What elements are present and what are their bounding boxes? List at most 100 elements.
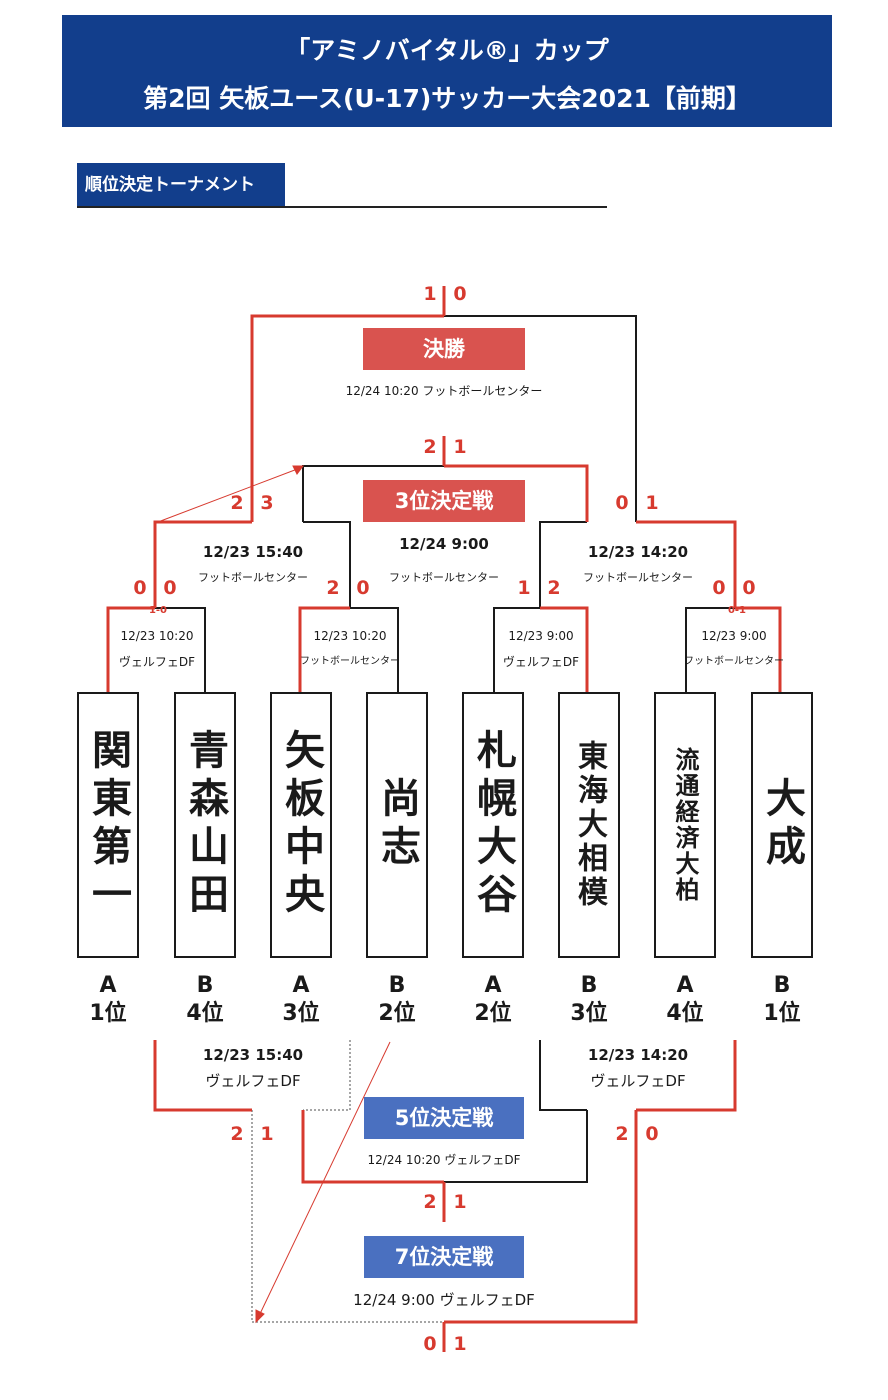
cons-right-score-right: 0 [645,1123,659,1145]
line-cons-left-left [153,1040,252,1112]
third-score-right: 1 [453,436,467,458]
arrow-to-seventh [257,1041,391,1319]
cons-right-time: 12/23 14:20 [587,1046,689,1064]
qf1-score-right: 0 [163,577,177,599]
seed-1: A 1位 [73,972,143,1028]
sf-left-score-right: 3 [260,492,274,514]
cons-left-score-right: 1 [260,1123,274,1145]
seed-rank: 3位 [282,1001,320,1026]
line-cons-left-right [303,1040,351,1111]
fifth-score-right: 1 [453,1191,467,1213]
line-sf-right-right [636,520,737,608]
seed-6: B 3位 [554,972,624,1028]
qf2-venue: フットボールセンター [300,656,400,667]
line-seventh-right [444,1110,638,1324]
line-qf2-left [298,606,350,692]
sf-right-time: 12/23 14:20 [587,543,689,561]
fifth-score-left: 2 [423,1191,437,1213]
seed-3: A 3位 [266,972,336,1028]
section-label: 順位決定トーナメント [77,163,285,207]
team-name: 東海大相模 [572,740,607,910]
third-score-left: 2 [423,436,437,458]
team-box-4: 尚志 [366,692,428,958]
team-name: 流通経済大柏 [671,747,699,903]
cons-left-venue: ヴェルフェDF [205,1072,301,1090]
final-score-left: 1 [423,283,437,305]
team-box-1: 関東第一 [77,692,139,958]
cons-left-score-left: 2 [230,1123,244,1145]
qf3-venue: ヴェルフェDF [502,655,580,669]
line-cons-right-left [539,1040,587,1111]
team-name: 矢板中央 [278,729,324,921]
seed-group: B [388,973,406,998]
qf1-venue: ヴェルフェDF [118,655,196,669]
line-final-left [250,314,444,522]
final-info: 12/24 10:20 フットボールセンター [345,384,543,398]
qf4-venue: フットボールセンター [684,656,784,667]
seed-group: B [196,973,214,998]
seed-group: A [292,973,310,998]
qf1-time: 12/23 10:20 [120,629,194,643]
seed-rank: 2位 [378,1001,416,1026]
title-line1: 「アミノバイタル®」カップ [285,36,609,65]
seed-group: B [773,973,791,998]
seventh-score-left: 0 [423,1333,437,1355]
line-qf1-right [155,607,206,692]
line-qf4-right [735,606,782,692]
third-time: 12/24 9:00 [399,535,489,553]
seed-rank: 1位 [763,1001,801,1026]
team-box-3: 矢板中央 [270,692,332,958]
seed-group: A [99,973,117,998]
arrowhead-third [292,465,304,475]
team-name: 青森山田 [182,729,228,921]
cons-left-time: 12/23 15:40 [202,1046,304,1064]
final-score-right: 0 [453,283,467,305]
qf2-time: 12/23 10:20 [313,629,387,643]
section-rule [77,206,607,208]
team-name: 関東第一 [85,729,131,921]
qf3-score-left: 1 [517,577,531,599]
seed-8: B 1位 [747,972,817,1028]
seed-rank: 4位 [186,1001,224,1026]
line-fifth-right [444,1110,588,1183]
line-seventh-left [251,1110,444,1323]
seed-group: A [676,973,694,998]
team-box-7: 流通経済大柏 [654,692,716,958]
annotation-arrows [157,465,391,1324]
arrowhead-seventh [255,1309,265,1324]
seed-rank: 3位 [570,1001,608,1026]
seed-group: B [580,973,598,998]
line-qf3-left [493,607,540,692]
line-sf-left-left [153,520,252,608]
line-third-right [444,464,589,522]
line-final-right [444,315,637,522]
team-box-5: 札幌大谷 [462,692,524,958]
team-name: 尚志 [374,777,420,873]
arrow-to-third [157,467,301,523]
cons-right-venue: ヴェルフェDF [590,1072,686,1090]
seventh-info: 12/24 9:00 ヴェルフェDF [353,1291,535,1309]
team-name: 大成 [759,777,805,873]
team-box-2: 青森山田 [174,692,236,958]
team-box-8: 大成 [751,692,813,958]
line-sf-left-right [303,521,351,608]
qf4-score-right: 0 [742,577,756,599]
seventh-label: 7位決定戦 [364,1236,524,1278]
third-label: 3位決定戦 [363,480,525,522]
qf1-score-left: 0 [133,577,147,599]
winning-paths [106,286,782,1352]
qf4-pk: 0-1 [727,605,747,616]
sf-left-time: 12/23 15:40 [202,543,304,561]
title-banner: 「アミノバイタル®」カップ 第2回 矢板ユース(U-17)サッカー大会2021【… [62,15,832,127]
cons-right-score-left: 2 [615,1123,629,1145]
seventh-score-right: 1 [453,1333,467,1355]
line-cons-right-right [636,1040,737,1112]
qf4-time: 12/23 9:00 [701,629,767,643]
sf-right-venue: フットボールセンター [583,571,693,584]
seed-2: B 4位 [170,972,240,1028]
dotted-paths [251,1040,444,1323]
line-qf2-right [350,607,399,692]
seed-rank: 1位 [89,1001,127,1026]
